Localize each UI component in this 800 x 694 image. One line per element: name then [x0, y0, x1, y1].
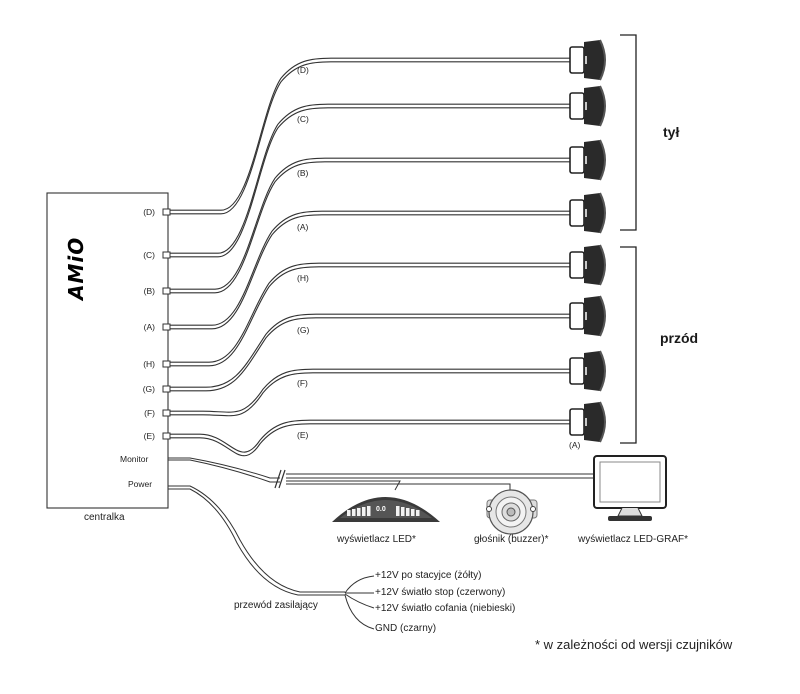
port-label-a: (A): [143, 322, 155, 332]
cable-label-d: (D): [297, 65, 309, 75]
led-bar: [367, 506, 371, 516]
cable-f-strand-1: [170, 368, 572, 413]
port-label-c: (C): [143, 250, 155, 260]
port-connector-c: [162, 251, 171, 259]
port-label-e: (E): [143, 431, 155, 441]
control-unit-ports: [162, 208, 171, 440]
led-bar: [347, 510, 351, 516]
led-bar: [416, 510, 420, 516]
cable-h-strand-1: [170, 262, 572, 363]
power-wire-3: +12V światło cofania (niebieski): [375, 603, 516, 614]
led-bar: [396, 506, 400, 516]
power-harness: [168, 485, 375, 630]
led-bar: [352, 509, 356, 516]
front-bracket: [620, 246, 637, 444]
sensor-f: [569, 350, 606, 392]
sensor-d: [569, 39, 606, 81]
port-connector-b: [162, 287, 171, 295]
cable-c-strand-1: [170, 103, 572, 254]
port-connector-a: [162, 323, 171, 331]
cable-d-strand-1: [170, 57, 572, 211]
graph-monitor-device: [593, 455, 667, 521]
led-bar: [357, 508, 361, 516]
sensor-b: [569, 139, 606, 181]
port-label-f: (F): [144, 408, 155, 418]
cable-label-e: (E): [297, 430, 309, 440]
power-wire-4: GND (czarny): [375, 623, 437, 634]
sensor-cables: [170, 57, 572, 457]
power-wire-1: +12V po stacyjce (żółty): [375, 570, 482, 581]
cable-label-f: (F): [297, 378, 308, 388]
power-cable-label: przewód zasilający: [234, 600, 318, 611]
port-connector-f: [162, 409, 171, 417]
cable-a-strand-2: [170, 214, 572, 330]
cable-b-strand-2: [170, 161, 572, 294]
sensor-a: [569, 192, 606, 234]
led-bar: [362, 507, 366, 516]
cable-h-strand-2: [170, 266, 572, 367]
cable-f-strand-2: [170, 372, 572, 417]
cable-d-strand-2: [170, 61, 572, 215]
cable-b-strand-1: [170, 157, 572, 290]
port-label-d: (D): [143, 207, 155, 217]
port-connector-e: [162, 432, 171, 440]
control-unit-caption: centralka: [84, 512, 125, 523]
power-port-label: Power: [128, 479, 153, 489]
port-connector-h: [162, 360, 171, 368]
cable-label-a: (A): [297, 222, 309, 232]
port-connector-d: [162, 208, 171, 216]
cable-g-strand-1: [170, 313, 572, 388]
cable-label-h: (H): [297, 273, 309, 283]
led-bar: [401, 507, 405, 516]
cable-g-strand-2: [170, 317, 572, 392]
sensors: [569, 39, 606, 443]
port-label-b: (B): [143, 286, 155, 296]
led-display-label: wyświetlacz LED*: [337, 534, 416, 545]
cable-label-b: (B): [297, 168, 309, 178]
rear-group-label: tył: [663, 124, 680, 140]
cable-a-strand-1: [170, 210, 572, 326]
led-readout: 0.0: [376, 506, 386, 513]
port-connector-g: [162, 385, 171, 393]
cable-c-strand-2: [170, 107, 572, 258]
buzzer-label: głośnik (buzzer)*: [474, 534, 549, 545]
front-group-label: przód: [660, 330, 699, 346]
control-unit-box: [46, 192, 169, 509]
monitor-bus: [168, 457, 595, 492]
cable-label-g: (G): [297, 325, 310, 335]
led-bar: [411, 509, 415, 516]
buzzer-device: [486, 489, 538, 535]
led-display-device: [332, 497, 440, 522]
led-bar: [406, 508, 410, 516]
cable-label-c: (C): [297, 114, 309, 124]
cable-e-strand-2: [170, 423, 572, 457]
graph-display-label: wyświetlacz LED-GRAF*: [578, 534, 689, 545]
rear-bracket: [620, 34, 637, 231]
port-label-g: (G): [142, 384, 155, 394]
sensor-g: [569, 295, 606, 337]
monitor-port-label: Monitor: [120, 454, 149, 464]
brand-logo: AMiO: [64, 236, 88, 300]
sensor-c: [569, 85, 606, 127]
cable-e-strand-1: [170, 419, 572, 453]
footnote: * w zależności od wersji czujników: [535, 637, 733, 652]
sensor-h: [569, 244, 606, 286]
power-wire-2: +12V światło stop (czerwony): [375, 587, 506, 598]
sensor-note: (A): [569, 440, 581, 450]
sensor-e: [569, 401, 606, 443]
port-label-h: (H): [143, 359, 155, 369]
